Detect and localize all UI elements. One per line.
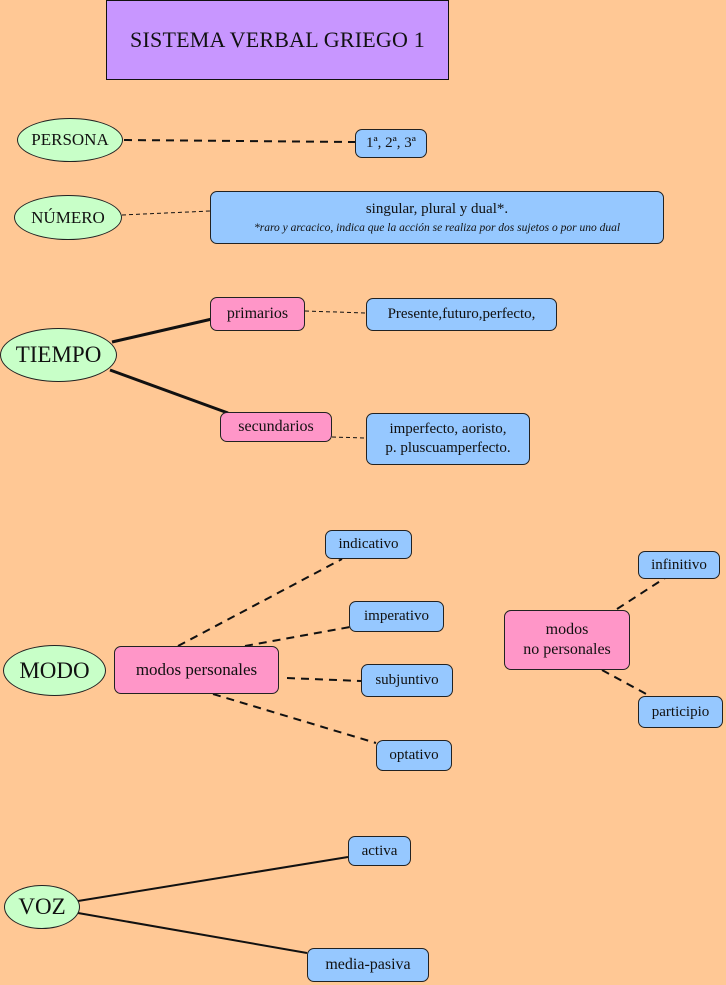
tiempo-primarios-box: primarios bbox=[210, 297, 305, 331]
connector-indicativo bbox=[177, 558, 343, 647]
concept-tiempo: TIEMPO bbox=[0, 328, 117, 382]
connector-tiempo-primarios bbox=[111, 317, 213, 344]
concept-modo-label: MODO bbox=[19, 657, 90, 683]
concept-numero: NÚMERO bbox=[14, 195, 122, 240]
modo-item-participio-label: participio bbox=[651, 703, 710, 720]
modos-no-personales-box: modos no personales bbox=[504, 610, 630, 670]
voz-item-media-pasiva-label: media-pasiva bbox=[325, 956, 411, 973]
modo-item-infinitivo-label: infinitivo bbox=[651, 556, 707, 573]
connector-primarios-values bbox=[304, 310, 367, 314]
tiempo-primarios-label: primarios bbox=[226, 305, 289, 322]
modo-item-subjuntivo: subjuntivo bbox=[361, 664, 453, 697]
concept-voz-label: VOZ bbox=[18, 894, 66, 919]
tiempo-secundarios-label: secundarios bbox=[238, 418, 314, 435]
modo-item-imperativo: imperativo bbox=[349, 601, 444, 632]
modos-personales-label: modos personales bbox=[135, 660, 258, 680]
connector-activa bbox=[77, 856, 349, 902]
modo-item-infinitivo: infinitivo bbox=[638, 551, 720, 579]
modo-item-indicativo: indicativo bbox=[325, 530, 412, 559]
modo-item-imperativo-label: imperativo bbox=[364, 608, 429, 625]
modo-item-participio: participio bbox=[638, 696, 723, 728]
tiempo-secundarios-box: secundarios bbox=[220, 412, 332, 442]
modo-item-indicativo-label: indicativo bbox=[338, 536, 399, 553]
tiempo-secundarios-values-line1: imperfecto, aoristo, bbox=[389, 421, 507, 438]
numero-values-box: singular, plural y dual*. *raro y arcaci… bbox=[210, 191, 664, 244]
tiempo-secundarios-values-line2: p. pluscuamperfecto. bbox=[385, 440, 511, 456]
modos-no-personales-label-line1: modos bbox=[545, 621, 589, 638]
numero-note: *raro y arcacico, indica que la acción s… bbox=[253, 221, 621, 234]
modo-item-optativo-label: optativo bbox=[389, 747, 439, 764]
persona-values-box: 1ª, 2ª, 3ª bbox=[355, 129, 427, 158]
modo-item-optativo: optativo bbox=[376, 740, 452, 771]
connector-media-pasiva bbox=[77, 912, 308, 954]
concept-modo: MODO bbox=[3, 645, 106, 696]
connector-optativo bbox=[212, 693, 377, 744]
modos-personales-box: modos personales bbox=[114, 646, 279, 694]
tiempo-primarios-values: Presente,futuro,perfecto, bbox=[387, 306, 536, 323]
numero-values: singular, plural y dual*. bbox=[365, 200, 509, 217]
concept-tiempo-label: TIEMPO bbox=[15, 342, 102, 367]
connector-numero bbox=[121, 210, 211, 216]
modos-no-personales-label-line2: no personales bbox=[523, 641, 611, 658]
concept-numero-label: NÚMERO bbox=[31, 207, 105, 227]
connector-participio bbox=[601, 669, 649, 696]
connector-subjuntivo bbox=[286, 677, 362, 682]
connector-infinitivo bbox=[616, 577, 666, 610]
voz-item-media-pasiva: media-pasiva bbox=[307, 948, 429, 982]
tiempo-secundarios-values-box: imperfecto, aoristo, p. pluscuamperfecto… bbox=[366, 413, 530, 465]
concept-persona-label: PERSONA bbox=[31, 130, 109, 149]
connector-secundarios-values bbox=[331, 436, 367, 439]
voz-item-activa-label: activa bbox=[361, 842, 398, 859]
voz-item-activa: activa bbox=[348, 836, 411, 866]
connector-tiempo-secundarios bbox=[109, 368, 229, 415]
persona-values: 1ª, 2ª, 3ª bbox=[366, 135, 416, 152]
tiempo-primarios-values-box: Presente,futuro,perfecto, bbox=[366, 298, 557, 331]
modo-item-subjuntivo-label: subjuntivo bbox=[375, 672, 439, 689]
concept-persona: PERSONA bbox=[17, 118, 123, 162]
diagram-title: SISTEMA VERBAL GRIEGO 1 bbox=[106, 0, 449, 80]
concept-voz: VOZ bbox=[4, 885, 80, 929]
connector-persona bbox=[123, 139, 356, 143]
connector-imperativo bbox=[244, 626, 351, 647]
